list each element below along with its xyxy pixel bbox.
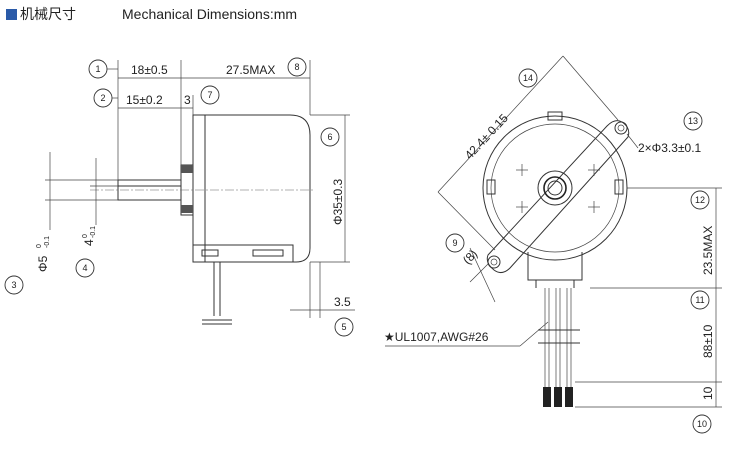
connector-pin-2: [252, 249, 284, 257]
dim-phi35: Φ35±0.3: [331, 178, 345, 225]
dim-4-tol-lower: -0.1: [90, 226, 97, 238]
dim-15: 15±0.2: [126, 93, 163, 107]
connector-pin-1: [201, 249, 219, 257]
dim-88: 88±10: [701, 324, 715, 358]
callout-circles: 1 2 3 4 5 6 7 8: [4, 57, 712, 434]
callout-6: 6: [320, 127, 340, 147]
header-title-en: Mechanical Dimensions:mm: [122, 6, 298, 22]
svg-text:6: 6: [327, 132, 332, 142]
svg-text:12: 12: [695, 195, 705, 205]
svg-text:14: 14: [523, 73, 533, 83]
ext-8: [469, 263, 489, 283]
callout-11: 11: [690, 290, 710, 310]
crimp-tab-left: [486, 179, 496, 195]
motor-body-outline: [192, 114, 311, 263]
svg-text:2: 2: [100, 93, 105, 103]
callout-12: 12: [690, 190, 710, 210]
dim-line-8: [469, 247, 496, 303]
callout-4: 4: [75, 258, 95, 278]
dim-18: 18±0.5: [131, 63, 168, 77]
dim-4: 4: [82, 239, 96, 246]
crimp-tab-top: [547, 111, 563, 121]
svg-text:8: 8: [294, 62, 299, 72]
cap-hatch-bottom: [181, 205, 193, 213]
dim-42-4: 42.4± 0.15: [462, 111, 511, 162]
ext-42-left: [437, 191, 496, 251]
ext-42-right: [562, 55, 619, 121]
dim-3-5: 3.5: [334, 295, 351, 309]
callout-2: 2: [93, 88, 118, 108]
crimp-tab-right: [614, 179, 624, 195]
shaft-inner: [547, 180, 563, 196]
svg-text:1: 1: [95, 64, 100, 74]
dim-23-5max: 23.5MAX: [701, 226, 715, 275]
dim-line-42-4: [437, 55, 564, 193]
svg-text:10: 10: [697, 419, 707, 429]
svg-text:11: 11: [695, 295, 704, 305]
callout-10: 10: [692, 414, 712, 434]
dim-10: 10: [701, 386, 715, 400]
callout-5: 5: [334, 317, 354, 337]
svg-text:4: 4: [82, 263, 87, 273]
svg-text:7: 7: [207, 90, 212, 100]
front-view: 42.4± 0.15 (8) 2×Φ3.3±0.1 23.5MAX 88±10 …: [384, 55, 722, 408]
lead-wires: [544, 288, 572, 387]
rivet-marks: [516, 164, 600, 213]
connector-outline: [193, 244, 294, 262]
svg-text:9: 9: [452, 238, 457, 248]
mount-hole-right: [614, 121, 628, 135]
inner-ring: [490, 123, 620, 253]
svg-text:13: 13: [688, 116, 698, 126]
dim-phi5-tol-lower: -0.1: [44, 236, 51, 248]
side-view: 18±0.5 27.5MAX 15±0.2 3 Φ35±0.3 3.5 Φ5 0…: [36, 60, 355, 325]
wire-spec: ★UL1007,AWG#26: [384, 330, 489, 344]
leader-13: [626, 133, 639, 149]
cap-hatch-top: [181, 165, 193, 173]
mount-hole-left: [487, 255, 501, 269]
callout-8: 8: [287, 57, 307, 77]
shaft-outer: [543, 176, 567, 200]
dim-27-5max: 27.5MAX: [226, 63, 275, 77]
header-title-cn: 机械尺寸: [20, 6, 76, 22]
callout-1: 1: [88, 59, 118, 79]
callout-9: 9: [445, 233, 465, 253]
callout-13: 13: [683, 111, 703, 131]
wire-leader-d: [519, 321, 549, 347]
blue-square-icon: [6, 8, 17, 20]
wire-tip-2: [554, 387, 562, 407]
dim-hole: 2×Φ3.3±0.1: [638, 141, 702, 155]
dim-phi5-tol-upper: 0: [36, 244, 43, 248]
mount-hole-right-inner: [617, 124, 625, 132]
mount-hole-left-inner: [490, 258, 498, 266]
dim-4-tol-upper: 0: [82, 234, 89, 238]
shaft-boss: [537, 170, 573, 206]
motor-face-circle: [482, 115, 628, 261]
mounting-flange: [486, 120, 630, 274]
wire-exit: [527, 252, 583, 281]
svg-text:5: 5: [341, 322, 346, 332]
wire-tip-3: [565, 387, 573, 407]
svg-text:3: 3: [11, 280, 16, 290]
dim-3: 3: [184, 93, 191, 107]
callout-3: 3: [4, 275, 24, 295]
callout-7: 7: [200, 85, 220, 105]
callout-14: 14: [518, 68, 538, 88]
wire-tip-1: [543, 387, 551, 407]
dim-phi5: Φ5: [36, 255, 50, 272]
section-header: 机械尺寸 Mechanical Dimensions:mm: [6, 4, 297, 24]
